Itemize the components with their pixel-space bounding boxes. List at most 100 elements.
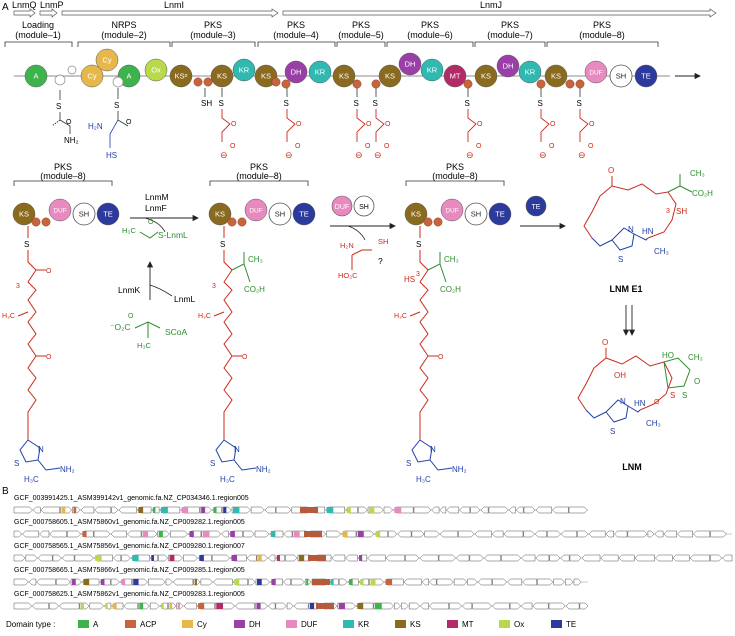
svg-text:S: S (610, 427, 615, 436)
svg-text:O: O (589, 121, 595, 128)
svg-text:MT: MT (462, 620, 474, 629)
svg-text:LnmF: LnmF (145, 203, 167, 213)
svg-text:TE: TE (532, 204, 541, 211)
svg-text:O: O (66, 119, 72, 126)
duf-sh-step: DUF SH H₂N SH HO₂C ? (330, 195, 396, 280)
intermediate-3-green (427, 252, 447, 283)
legend-item: KR (343, 620, 369, 629)
svg-text:GCF_000758565.1_ASM75856v1_gen: GCF_000758565.1_ASM75856v1_genomic.fa.NZ… (14, 543, 245, 550)
svg-text:H₃C: H₃C (2, 313, 15, 320)
svg-text:O: O (549, 143, 555, 150)
svg-text:KS: KS (551, 72, 561, 81)
svg-text:?: ? (378, 256, 383, 266)
svg-text:HO₂C: HO₂C (338, 271, 358, 280)
svg-text:O: O (128, 313, 134, 320)
pks7-sub: (module–7) (487, 30, 533, 40)
legend-item: ACP (125, 620, 156, 629)
svg-text:HO: HO (662, 351, 674, 360)
gene-cluster-tracks: GCF_003991425.1_ASM399142v1_genomic.fa.N… (13, 495, 733, 610)
svg-text:S: S (219, 99, 224, 108)
svg-text:CH₃: CH₃ (248, 255, 263, 264)
cluster-track: GCF_000758565.1_ASM75856v1_genomic.fa.NZ… (13, 543, 733, 562)
svg-text:KSᵒ: KSᵒ (175, 72, 188, 81)
svg-text:S: S (354, 99, 359, 108)
loading-pcp-2 (67, 65, 77, 75)
intermediate-3-labels: S HS 3 CH₃ CO₂H H₃C O (394, 240, 461, 361)
lnm-e1-name: LNM E1 (609, 284, 642, 294)
alanine-substrate: S O NH₂ (51, 90, 79, 145)
pks5-sub: (module–5) (338, 30, 384, 40)
loading-pcp (54, 74, 66, 86)
svg-text:⊖: ⊖ (374, 150, 382, 160)
svg-text:S: S (284, 99, 289, 108)
domain-kr-m3: KR (232, 58, 256, 82)
svg-text:O: O (366, 121, 372, 128)
stage-acp-b (433, 217, 443, 227)
svg-text:Ox: Ox (151, 66, 161, 75)
intermediate-1-chain (17, 226, 46, 440)
svg-text:KR: KR (358, 620, 369, 629)
acp-m3b (203, 77, 213, 87)
svg-text:⊖: ⊖ (220, 150, 228, 160)
svg-text:SH: SH (79, 210, 89, 219)
svg-text:A: A (126, 72, 131, 81)
svg-text:ACP: ACP (140, 620, 156, 629)
legend-item: A (78, 620, 99, 629)
domain-kr-m7: KR (518, 60, 542, 84)
legend-item: DUF (286, 620, 318, 629)
pks6-label: PKS (421, 20, 439, 30)
svg-text:PKS: PKS (54, 162, 72, 172)
malonyl-unit: SOO⊖ (577, 88, 595, 160)
stage-ks: KS (208, 202, 232, 226)
svg-text:SH: SH (201, 99, 212, 108)
domain-ks0: KSᵒ (169, 64, 193, 88)
legend-item: Cy (182, 620, 207, 629)
acp-m8b (575, 79, 585, 89)
svg-text:SH: SH (359, 204, 369, 211)
pks4-label: PKS (287, 20, 305, 30)
svg-text:O: O (46, 354, 52, 361)
domain-cy-2: Cy (95, 48, 119, 72)
svg-text:O: O (550, 121, 556, 128)
domain-ks-m7: KS (474, 64, 498, 88)
svg-text:S: S (14, 459, 19, 468)
gene-lnmq: LnmQ (12, 0, 37, 10)
pks7-label: PKS (501, 20, 519, 30)
malonyl-unit: SOO⊖ (538, 88, 556, 160)
acp-m3a (193, 77, 203, 87)
svg-text:KS: KS (339, 72, 349, 81)
svg-text:N: N (628, 225, 634, 234)
svg-text:O: O (242, 354, 248, 361)
pks6-sub: (module–6) (407, 30, 453, 40)
svg-text:S: S (416, 240, 421, 249)
lnm-e1-structure (583, 174, 693, 251)
conversion-arrows (622, 305, 636, 336)
svg-text:DUF: DUF (301, 620, 318, 629)
svg-text:KS: KS (385, 72, 395, 81)
svg-text:GCF_000758665.1_ASM75866v1_gen: GCF_000758665.1_ASM75866v1_genomic.fa.NZ… (14, 567, 245, 574)
svg-text:S: S (406, 459, 411, 468)
svg-text:(module–8): (module–8) (40, 171, 86, 181)
stage-sh: SH (464, 202, 488, 226)
domain-kr-m6: KR (420, 58, 444, 82)
lnm-labels: O OH HO CH₃ O S S HN N S CH₃ O (602, 338, 703, 436)
svg-text:SH: SH (616, 72, 626, 81)
svg-text:H₂N: H₂N (88, 122, 103, 131)
intermediate-3-chain (409, 226, 438, 440)
svg-text:DUF: DUF (335, 204, 349, 211)
svg-text:TE: TE (641, 72, 651, 81)
acp-m6 (463, 79, 473, 89)
malonyl-unit: SOO⊖ (465, 88, 483, 160)
pks4-sub: (module–4) (273, 30, 319, 40)
svg-text:S: S (538, 99, 543, 108)
loading-sub: (module–1) (15, 30, 61, 40)
svg-text:O: O (231, 121, 237, 128)
svg-text:S: S (56, 102, 61, 111)
svg-text:PKS: PKS (446, 162, 464, 172)
stage-te: TE (292, 202, 316, 226)
nrps-label: NRPS (111, 20, 136, 30)
svg-text:KS: KS (19, 210, 29, 219)
svg-text:O: O (477, 121, 483, 128)
domain-ks-m8: KS (544, 64, 568, 88)
